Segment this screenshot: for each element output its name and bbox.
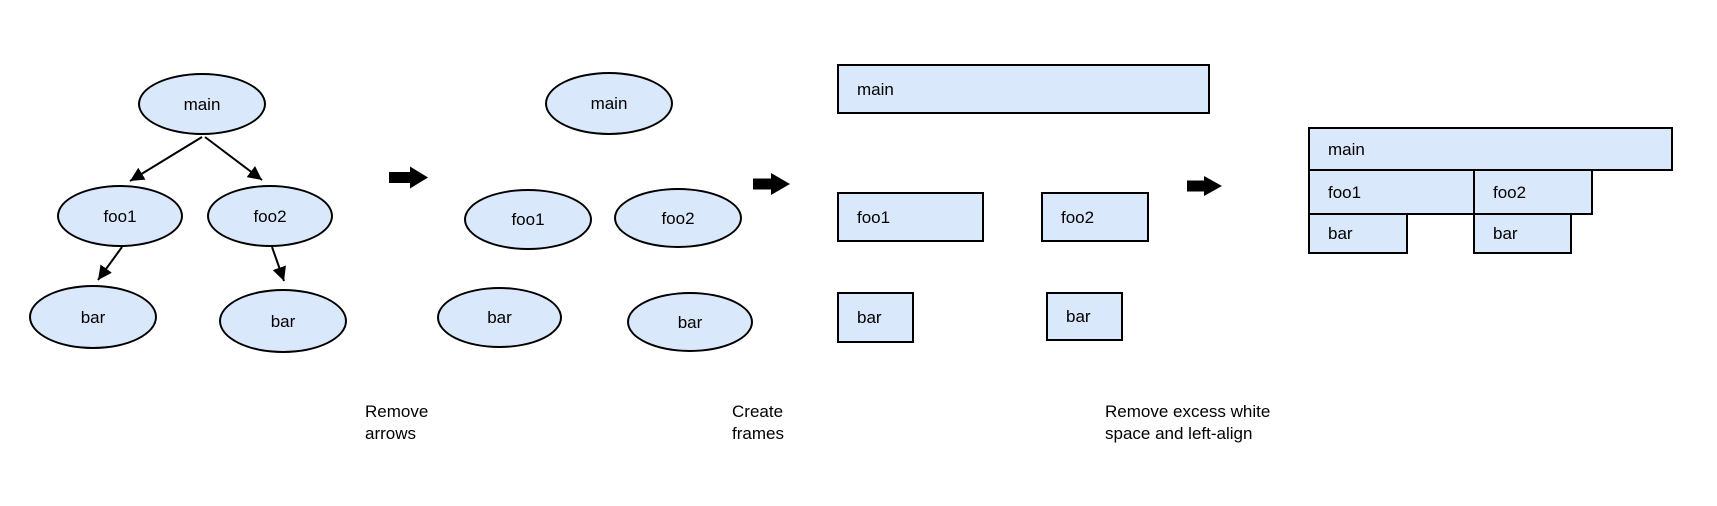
step-label-line: Remove (365, 402, 429, 421)
edge-main-to-foo2 (204, 136, 263, 181)
transform-arrow-3 (1187, 176, 1222, 196)
flame-node-bar-left: bar (1308, 213, 1408, 254)
tree2-node-foo2: foo2 (614, 188, 742, 248)
frames-node-foo2: foo2 (1041, 192, 1149, 242)
tree1-node-bar-right: bar (219, 289, 347, 353)
tree1-node-main: main (138, 73, 266, 135)
frames-node-bar-right: bar (1046, 292, 1123, 341)
flame-node-main: main (1308, 127, 1673, 171)
tree1-node-foo2: foo2 (207, 185, 333, 247)
step-label-line: space and left-align (1105, 424, 1253, 443)
flame-node-foo2: foo2 (1473, 169, 1593, 215)
step-label-create-frames: Create frames (732, 401, 784, 445)
edge-foo2-to-bar (271, 246, 286, 282)
tree2-node-bar-right: bar (627, 292, 753, 352)
transform-arrow-2 (753, 173, 790, 195)
flame-node-bar-right: bar (1473, 213, 1572, 254)
step-label-remove-arrows: Remove arrows (365, 401, 428, 445)
tree-edges (97, 136, 286, 282)
edge-main-to-foo1 (129, 136, 203, 182)
step-label-line: Create (732, 402, 784, 421)
step-label-line: Remove excess white (1105, 402, 1271, 421)
tree2-node-foo1: foo1 (464, 189, 592, 250)
tree1-node-foo1: foo1 (57, 185, 183, 247)
step-label-line: arrows (365, 424, 417, 443)
tree2-node-bar-left: bar (437, 287, 562, 348)
edge-foo1-to-bar (97, 246, 123, 281)
transform-arrow-1 (389, 166, 428, 189)
flame-node-foo1: foo1 (1308, 169, 1475, 215)
frames-node-foo1: foo1 (837, 192, 984, 242)
frames-node-bar-left: bar (837, 292, 914, 343)
step-label-remove-whitespace: Remove excess white space and left-align (1105, 401, 1270, 445)
tree2-node-main: main (545, 72, 673, 135)
step-label-line: frames (732, 424, 784, 443)
frames-node-main: main (837, 64, 1210, 114)
tree1-node-bar-left: bar (29, 285, 157, 349)
